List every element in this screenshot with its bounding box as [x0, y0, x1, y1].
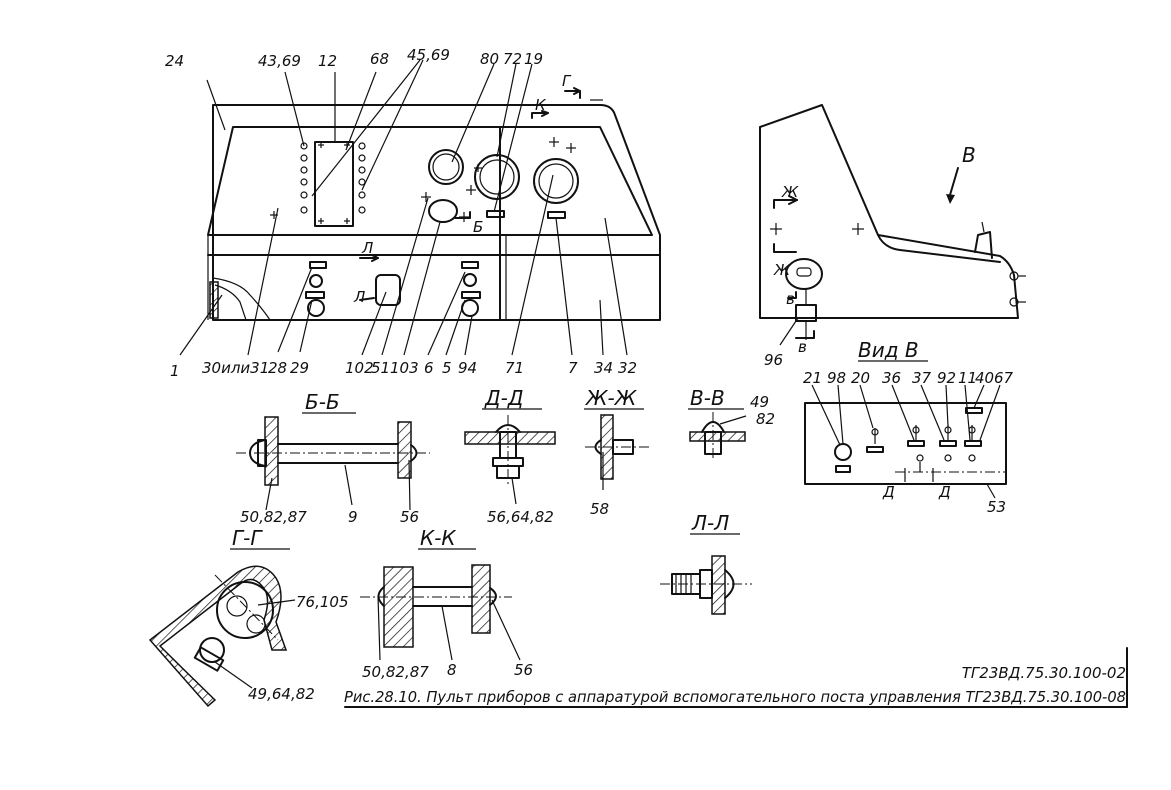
- label-98: 98: [827, 369, 846, 387]
- label-80: 80: [480, 50, 499, 68]
- section-title-dd: Д-Д: [484, 386, 523, 410]
- label-58: 58: [590, 500, 609, 518]
- label-37: 37: [912, 369, 932, 387]
- leaders-main: [179, 59, 628, 356]
- label-43-69: 43,69: [258, 52, 301, 70]
- section-vv: [689, 412, 747, 460]
- label-12: 12: [318, 52, 337, 70]
- label-g-top: Г: [562, 72, 572, 90]
- label-b-arrow: В: [962, 143, 976, 167]
- label-49-64-82: 49,64,82: [248, 685, 315, 703]
- view-v-panel: [804, 384, 1007, 499]
- label-34: 34: [594, 359, 613, 377]
- section-title-vv: В-В: [690, 386, 725, 410]
- label-28: 28: [268, 359, 287, 377]
- label-76-105: 76,105: [296, 593, 349, 611]
- label-56-64-82: 56,64,82: [487, 508, 554, 526]
- label-51: 51: [371, 359, 390, 377]
- label-20: 20: [851, 369, 870, 387]
- section-title-zhzh: Ж-Ж: [584, 386, 638, 410]
- label-21: 21: [803, 369, 822, 387]
- labels: 24 43,69 12 68 45,69 80 72 19 Г К Б Л Л …: [165, 46, 1126, 706]
- label-40: 40: [975, 369, 994, 387]
- label-d-right: Д: [938, 483, 951, 501]
- label-96: 96: [764, 351, 783, 369]
- section-bb: [236, 416, 430, 511]
- section-dd: [464, 415, 556, 505]
- section-ll: [660, 555, 752, 615]
- doc-code: ТГ23ВД.75.30.100-02: [962, 664, 1126, 682]
- section-title-ll: Л-Л: [691, 511, 729, 535]
- label-67: 67: [994, 369, 1014, 387]
- label-k-top: К: [535, 96, 547, 114]
- label-zh-bot: Ж: [773, 261, 791, 279]
- label-50-82-87-bb: 50,82,87: [240, 508, 307, 526]
- label-56-kk: 56: [514, 661, 533, 679]
- label-8: 8: [447, 661, 457, 679]
- label-5: 5: [442, 359, 452, 377]
- section-kk: [360, 564, 521, 661]
- section-gg: [148, 565, 296, 708]
- label-11: 11: [958, 369, 977, 387]
- label-24: 24: [165, 52, 184, 70]
- section-title-vidv: Вид В: [858, 338, 919, 362]
- label-49-vv: 49: [750, 393, 769, 411]
- label-32: 32: [618, 359, 637, 377]
- section-title-gg: Г-Г: [232, 526, 263, 550]
- label-b-panel: Б: [473, 218, 483, 236]
- label-29: 29: [290, 359, 309, 377]
- label-68: 68: [370, 50, 389, 68]
- section-zhzh: [585, 414, 650, 490]
- label-56-bb: 56: [400, 508, 419, 526]
- label-1: 1: [170, 362, 180, 380]
- label-6: 6: [424, 359, 434, 377]
- label-50-82-87-kk: 50,82,87: [362, 663, 429, 681]
- label-82-vv: 82: [756, 410, 775, 428]
- label-92: 92: [937, 369, 956, 387]
- label-d-left: Д: [882, 483, 895, 501]
- side-view: [759, 104, 1026, 346]
- label-53: 53: [987, 498, 1006, 516]
- label-72: 72: [503, 50, 522, 68]
- label-94: 94: [458, 359, 477, 377]
- label-45-69: 45,69: [407, 46, 450, 64]
- label-v-small-2: в: [798, 338, 807, 356]
- label-30-31: 30или31: [202, 359, 269, 377]
- figure-caption: Рис.28.10. Пульт приборов с аппаратурой …: [344, 688, 1126, 706]
- label-l-left: Л: [353, 288, 365, 306]
- label-l-top: Л: [361, 239, 373, 257]
- label-zh-top: Ж: [781, 183, 799, 201]
- label-71: 71: [505, 359, 524, 377]
- label-102: 102: [345, 359, 374, 377]
- section-title-kk: К-К: [420, 526, 456, 550]
- label-36: 36: [882, 369, 901, 387]
- main-panel-view: [207, 87, 661, 321]
- label-v-small: в: [786, 290, 795, 308]
- label-19: 19: [524, 50, 543, 68]
- label-103: 103: [390, 359, 419, 377]
- label-9: 9: [348, 508, 358, 526]
- label-7: 7: [568, 359, 578, 377]
- section-title-bb: Б-Б: [305, 390, 340, 414]
